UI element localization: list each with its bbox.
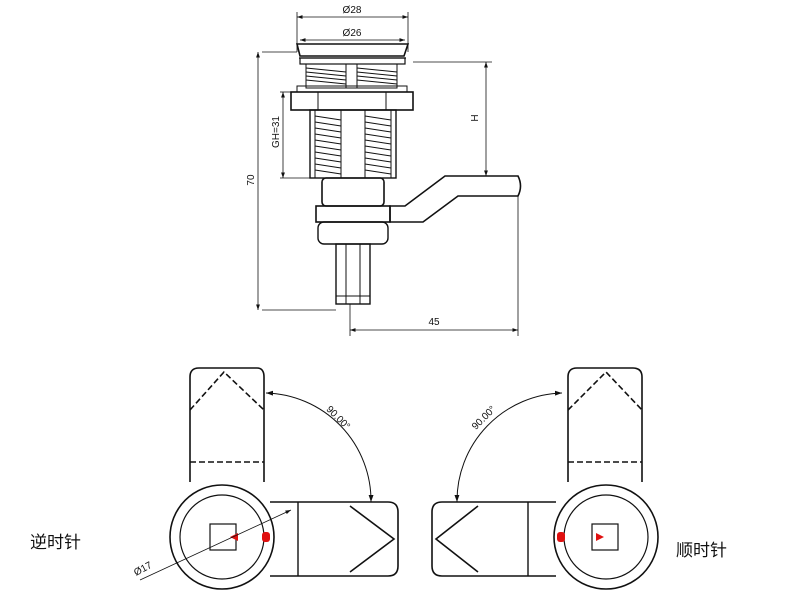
threaded-body: [309, 109, 397, 179]
bezel-outer: [169, 484, 275, 590]
arm-up-right: [567, 367, 643, 482]
plan-view-right: 90.00° 顺时针: [431, 367, 727, 590]
dim-cam-height: H: [413, 61, 492, 177]
height-label: 70: [246, 174, 257, 186]
side-view: Ø28 Ø26: [246, 5, 522, 336]
shaft: [335, 243, 371, 305]
plan-view-left: 90.00° Ø17 逆时针: [30, 367, 399, 590]
position-mark: [262, 532, 270, 542]
bezel-outer-right: [553, 484, 659, 590]
angle-right-label: 90.00°: [470, 404, 498, 432]
dim-inner-diameter: Ø26: [300, 28, 405, 42]
outer-dia-label: Ø28: [343, 5, 362, 16]
counterclockwise-label: 逆时针: [30, 533, 81, 553]
bezel-dia-label: Ø17: [132, 560, 154, 579]
direction-indicator: [230, 533, 238, 541]
dim-total-height: 70: [246, 51, 336, 311]
cam-length-label: 45: [428, 317, 440, 328]
angle-left-label: 90.00°: [324, 404, 352, 432]
dim-grip-height: GH=31: [271, 91, 322, 179]
key-slot-right: [591, 523, 619, 551]
dim-cam-length: 45: [349, 196, 519, 336]
direction-indicator-right: [596, 533, 604, 541]
arm-side-left: [270, 501, 399, 577]
hex-nut: [290, 91, 414, 111]
cam-arm: [389, 175, 522, 223]
collar: [321, 177, 385, 207]
bezel-inner-right: [563, 494, 649, 580]
washer: [315, 205, 391, 223]
arm-up-left: [189, 367, 265, 482]
arm-side-right: [431, 501, 556, 577]
grip-height-label: GH=31: [271, 116, 282, 148]
inner-dia-label: Ø26: [343, 28, 362, 39]
clockwise-label: 顺时针: [676, 541, 727, 561]
lock-head: [295, 43, 410, 57]
bezel-inner: [179, 494, 265, 580]
position-mark-right: [557, 532, 565, 542]
cam-height-label: H: [470, 114, 481, 121]
upper-spring: [305, 63, 398, 89]
